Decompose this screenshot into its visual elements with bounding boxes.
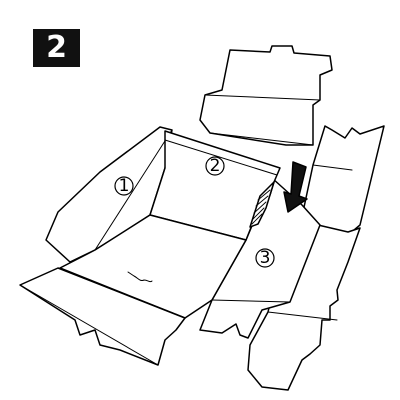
label-3: 3 [255,248,275,268]
hatched-corner [249,181,275,228]
lower-right-panel [247,221,361,391]
label-1-text: 1 [119,176,130,196]
arrow-down-icon [283,161,308,213]
label-2: 2 [205,156,225,176]
label-1: 1 [114,176,134,196]
thumb-notch-mark [127,271,153,283]
label-3-text: 3 [260,248,271,268]
label-2-text: 2 [210,156,221,176]
step-number-badge: 2 [33,29,80,67]
